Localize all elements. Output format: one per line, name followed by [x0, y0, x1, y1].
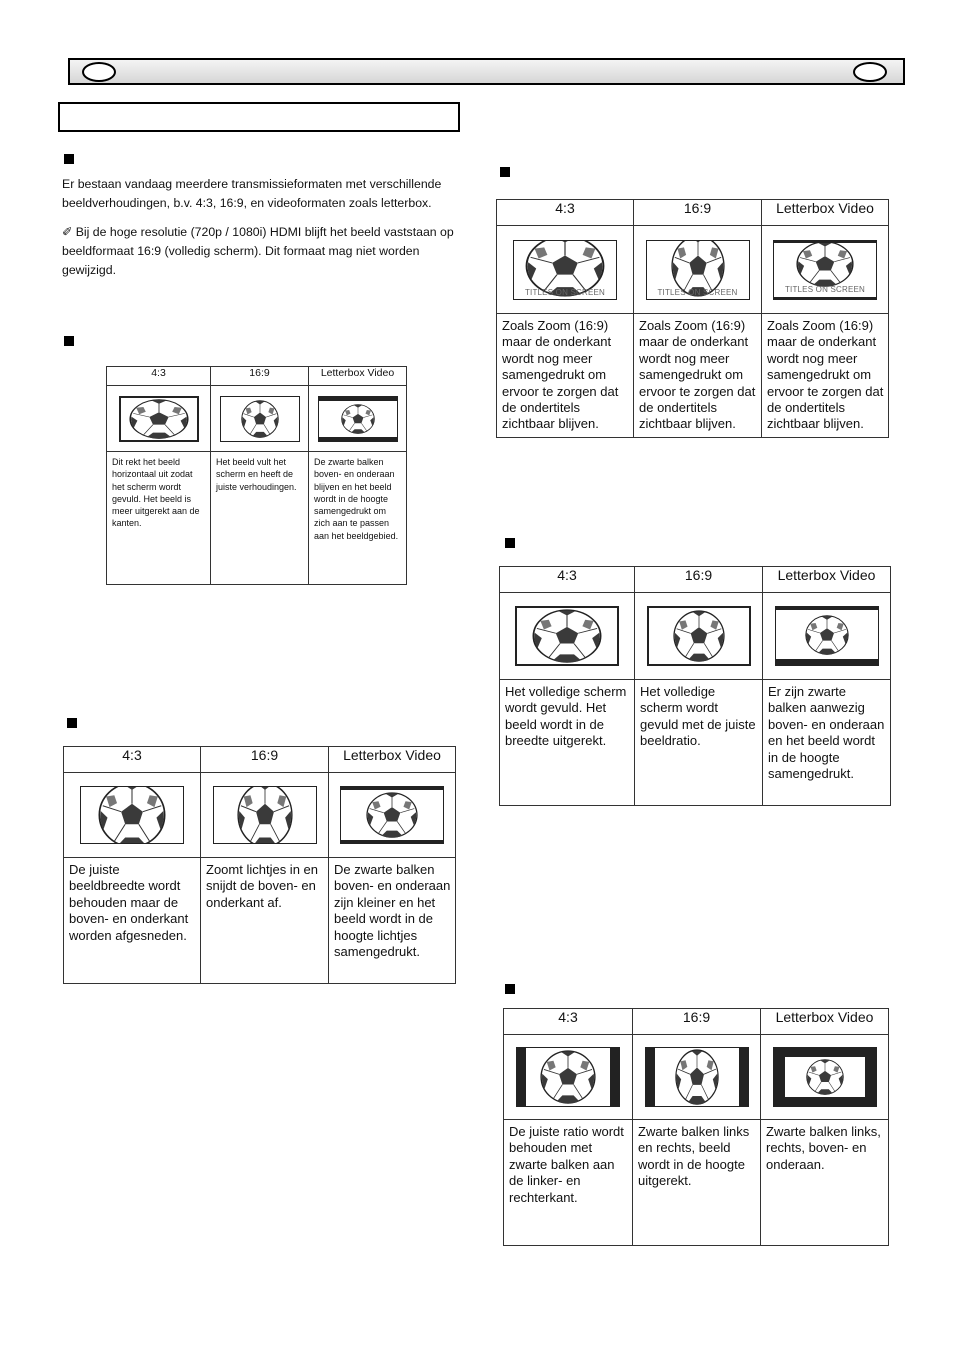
header-letterbox: Letterbox Video	[328, 746, 456, 773]
screen-letterbox: TITLES ON SCREEN	[773, 239, 877, 300]
header-letterbox: Letterbox Video	[760, 1008, 889, 1035]
desc-4-3: Het volledige scherm wordt gevuld. Het b…	[499, 679, 635, 806]
subtitle-text: TITLES ON SCREEN	[784, 284, 866, 294]
header-16-9: 16:9	[634, 566, 763, 593]
desc-letterbox: Zwarte balken links, rechts, boven- en o…	[760, 1119, 889, 1246]
header-16-9: 16:9	[210, 366, 309, 386]
desc-4-3: De juiste ratio wordt behouden met zwart…	[503, 1119, 633, 1246]
screen-4-3	[118, 395, 199, 442]
desc-letterbox: Er zijn zwarte balken aanwezig boven- en…	[762, 679, 891, 806]
language-oval-right	[853, 62, 887, 82]
screen-letterbox	[772, 1047, 877, 1107]
desc-4-3: De juiste beeldbreedte wordt behouden ma…	[63, 857, 201, 984]
section-bullet	[505, 984, 515, 994]
screen-16-9	[644, 1047, 749, 1107]
screen-16-9	[219, 395, 300, 442]
desc-16-9: Zoals Zoom (16:9) maar de onderkant word…	[633, 313, 762, 438]
format-table-subtitle: 4:3 16:9 Letterbox Video TITLES ON SCREE…	[496, 199, 889, 438]
header-letterbox: Letterbox Video	[761, 199, 889, 226]
subtitle-text: TITLES ON SCREEN	[657, 287, 738, 297]
football-icon	[675, 1049, 719, 1105]
desc-16-9: Zoomt lichtjes in en snijdt de boven- en…	[200, 857, 329, 984]
desc-16-9: Het beeld vult het scherm en heeft de ju…	[210, 451, 309, 585]
section-title-box	[58, 102, 460, 132]
football-icon	[98, 786, 166, 844]
football-icon	[806, 1059, 844, 1095]
header-letterbox: Letterbox Video	[308, 366, 407, 386]
language-oval-left	[82, 62, 116, 82]
subtitle-text: TITLES ON SCREEN	[524, 287, 606, 297]
format-table-normal: 4:3 16:9 Letterbox Video De juiste ratio…	[503, 1008, 889, 1246]
section-bullet	[64, 336, 74, 346]
screen-16-9: TITLES ON SCREEN	[645, 239, 750, 300]
format-table-zoom: 4:3 16:9 Letterbox Video De juiste beeld…	[63, 746, 456, 984]
format-table-overview: 4:3 16:9 Letterbox Video Dit rekt het be…	[106, 366, 407, 585]
football-icon	[532, 609, 602, 663]
football-icon	[237, 786, 293, 844]
football-icon	[805, 615, 849, 655]
header-16-9: 16:9	[632, 1008, 761, 1035]
screen-letterbox	[317, 395, 398, 442]
desc-4-3: Zoals Zoom (16:9) maar de onderkant word…	[496, 313, 634, 438]
football-icon	[366, 792, 418, 838]
format-table-full: 4:3 16:9 Letterbox Video Het volledige s…	[499, 566, 891, 806]
intro-paragraph-1: Er bestaan vandaag meerdere transmissief…	[62, 177, 442, 210]
screen-4-3	[516, 1047, 620, 1107]
screen-16-9	[212, 786, 317, 844]
section-bullet	[505, 538, 515, 548]
header-letterbox: Letterbox Video	[762, 566, 891, 593]
desc-4-3: Dit rekt het beeld horizontaal uit zodat…	[106, 451, 211, 585]
intro-paragraph-2: ✐ Bij de hoge resolutie (720p / 1080i) H…	[62, 225, 454, 277]
header-4-3: 4:3	[106, 366, 211, 386]
screen-letterbox	[774, 606, 879, 666]
desc-16-9: Zwarte balken links en rechts, beeld wor…	[632, 1119, 761, 1246]
football-icon	[241, 399, 279, 439]
screen-4-3	[515, 606, 619, 666]
section-bullet	[67, 718, 77, 728]
header-4-3: 4:3	[503, 1008, 633, 1035]
football-icon	[796, 241, 854, 287]
header-4-3: 4:3	[499, 566, 635, 593]
screen-4-3	[80, 786, 184, 844]
header-bar	[68, 58, 905, 85]
section-bullet	[64, 154, 74, 164]
desc-letterbox: De zwarte balken boven- en onderaan zijn…	[328, 857, 456, 984]
football-icon	[540, 1050, 596, 1104]
desc-letterbox: De zwarte balken boven- en onderaan blij…	[308, 451, 407, 585]
desc-16-9: Het volledige scherm wordt gevuld met de…	[634, 679, 763, 806]
football-icon	[341, 404, 375, 434]
football-icon	[673, 610, 725, 662]
header-16-9: 16:9	[200, 746, 329, 773]
section-bullet	[500, 167, 510, 177]
header-16-9: 16:9	[633, 199, 762, 226]
football-icon	[129, 399, 189, 439]
screen-16-9	[646, 606, 751, 666]
screen-letterbox	[340, 786, 444, 844]
header-4-3: 4:3	[63, 746, 201, 773]
desc-letterbox: Zoals Zoom (16:9) maar de onderkant word…	[761, 313, 889, 438]
header-4-3: 4:3	[496, 199, 634, 226]
screen-4-3: TITLES ON SCREEN	[513, 239, 617, 300]
